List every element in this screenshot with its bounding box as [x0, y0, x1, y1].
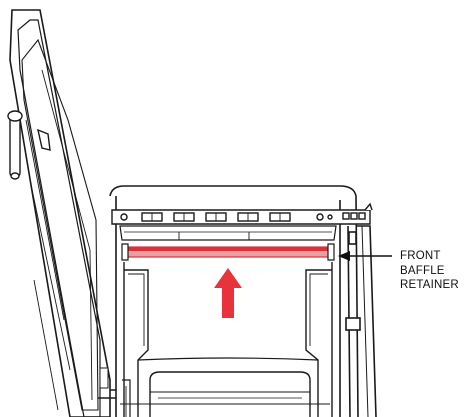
callout-line-3: RETAINER	[400, 279, 459, 291]
callout-line-2: BAFFLE	[400, 264, 445, 277]
callout-line-1: FRONT	[400, 250, 441, 262]
baffle-rail-top	[111, 202, 373, 241]
front-baffle-retainer-label: FRONT BAFFLE RETAINER	[400, 249, 466, 293]
front-baffle-retainer	[121, 243, 335, 261]
red-up-arrow-icon	[214, 268, 242, 318]
paper-path	[98, 262, 333, 417]
lid-hinge-handle	[7, 110, 51, 180]
open-lid	[9, 9, 111, 417]
printer-body	[109, 185, 377, 417]
black-left-arrow-icon	[338, 251, 392, 261]
